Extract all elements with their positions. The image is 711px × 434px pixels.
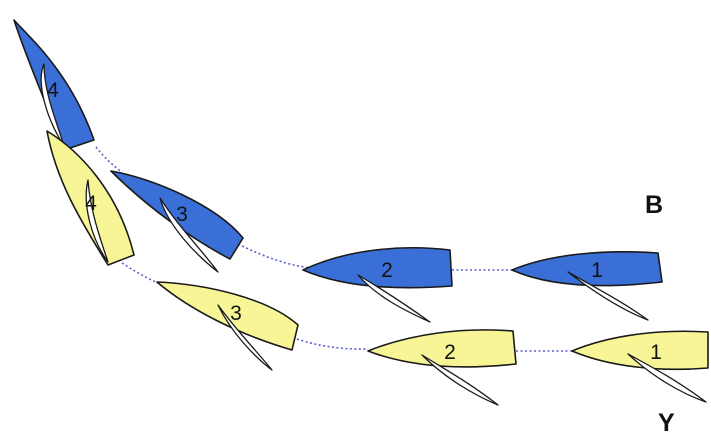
blue-boat-2-number: 2 — [381, 259, 393, 282]
blue-boat-1-hull — [511, 251, 663, 287]
blue-boat-1: 1 — [511, 251, 663, 321]
blue-boat-3-number: 3 — [176, 203, 188, 226]
fleet-label-y: Y — [658, 409, 675, 434]
yellow-boat-1-number: 1 — [650, 341, 662, 364]
yellow-boat-3-sail — [217, 304, 273, 371]
yellow-boat-4-number: 4 — [85, 192, 97, 215]
yellow-boat-1: 1 — [571, 330, 709, 403]
blue-boat-4: 4 — [13, 19, 95, 151]
blue-boat-3-hull — [110, 170, 244, 260]
blue-boat-4-number: 4 — [47, 79, 59, 102]
blue-boat-4-hull — [13, 19, 95, 151]
blue-boat-3: 3 — [110, 170, 244, 273]
yellow-boat-3-number: 3 — [230, 302, 242, 325]
blue-boat-3-sail — [159, 197, 219, 273]
yellow-boat-3-hull — [156, 281, 299, 351]
yellow-track-line — [121, 262, 572, 352]
blue-boat-1-sail — [567, 271, 649, 321]
blue-boat-2: 2 — [302, 246, 453, 323]
yellow-boat-1-hull — [571, 330, 709, 371]
yellow-boat-2: 2 — [367, 329, 517, 406]
yellow-boat-2-hull — [367, 329, 517, 368]
blue-boat-2-hull — [302, 246, 453, 289]
yellow-boat-3: 3 — [156, 281, 299, 371]
blue-boat-2-sail — [357, 274, 431, 323]
yellow-boat-2-number: 2 — [444, 341, 456, 364]
blue-track-line — [95, 146, 514, 271]
yellow-boat-4: 4 — [46, 130, 135, 266]
fleet-label-b: B — [645, 191, 663, 219]
blue-boat-1-number: 1 — [591, 259, 603, 282]
yellow-boat-2-sail — [421, 354, 499, 406]
yellow-boat-1-sail — [627, 353, 707, 403]
yellow-boat-4-sail — [85, 179, 109, 263]
